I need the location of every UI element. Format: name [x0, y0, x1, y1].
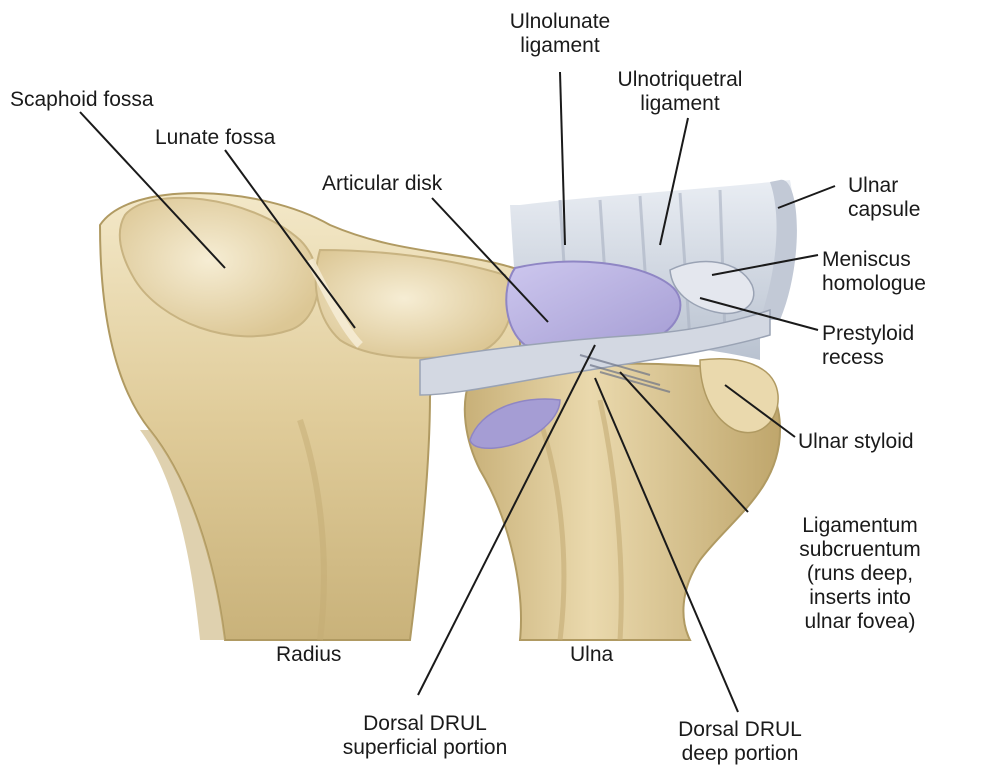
label-ulnar-capsule: Ulnar capsule — [848, 174, 920, 222]
label-dorsal-drul-deep: Dorsal DRUL deep portion — [635, 718, 845, 766]
label-articular-disk: Articular disk — [322, 172, 442, 196]
label-meniscus-homologue: Meniscus homologue — [822, 248, 926, 296]
label-ulnar-styloid: Ulnar styloid — [798, 430, 914, 454]
label-lunate-fossa: Lunate fossa — [155, 126, 275, 150]
label-ulna: Ulna — [570, 643, 613, 667]
label-ulnolunate-ligament: Ulnolunate ligament — [480, 10, 640, 58]
label-radius: Radius — [276, 643, 341, 667]
label-dorsal-drul-superficial: Dorsal DRUL superficial portion — [290, 712, 560, 760]
label-scaphoid-fossa: Scaphoid fossa — [10, 88, 154, 112]
label-prestyloid-recess: Prestyloid recess — [822, 322, 914, 370]
label-ulnotriquetral-ligament: Ulnotriquetral ligament — [580, 68, 780, 116]
label-ligamentum-subcruentum: Ligamentum subcruentum (runs deep, inser… — [755, 514, 965, 634]
